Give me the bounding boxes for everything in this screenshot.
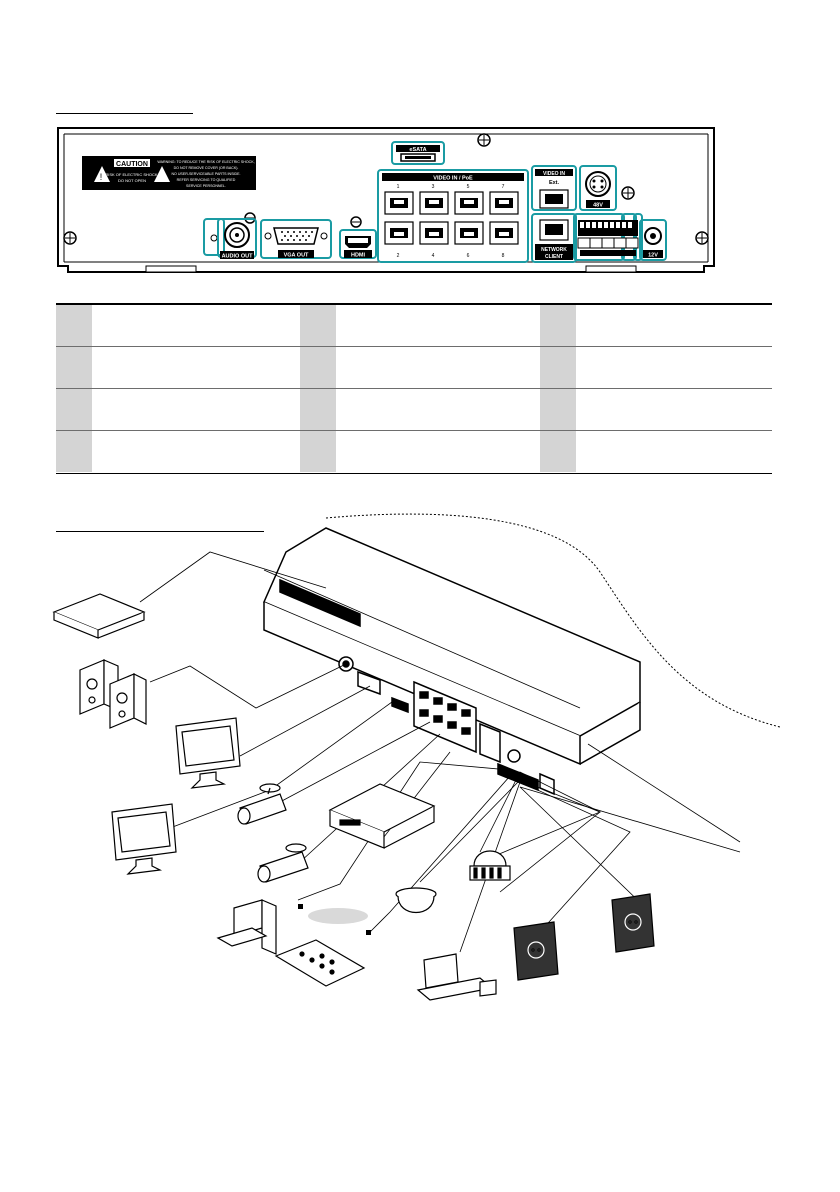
svg-text:DO NOT REMOVE COVER (OR BACK).: DO NOT REMOVE COVER (OR BACK). [174,166,239,170]
table-row-rule [56,346,772,347]
svg-text:DO NOT OPEN: DO NOT OPEN [118,178,146,183]
svg-text:RISK OF ELECTRIC SHOCK.: RISK OF ELECTRIC SHOCK. [105,172,158,177]
table-cell-number [56,347,92,388]
storage-device-icon [52,593,146,639]
pos-terminal-icon [416,953,497,1001]
poe-port-number: 2 [397,253,400,259]
table-cell-number [300,347,336,388]
network-client-port: NETWORK CLIENT [531,213,577,263]
screw-icon [350,216,362,228]
table-cell-number [56,389,92,430]
table-cell-description [336,347,540,388]
table-cell-number [300,305,336,346]
poe-port-number: 5 [467,184,470,190]
table-cell-description [92,305,300,346]
table-cell-number [540,347,576,388]
dome-camera-icon [395,887,437,913]
table-top-rule [56,303,772,305]
speakers-icon [79,659,147,729]
table-row-rule [56,430,772,431]
table-cell-description [576,305,772,346]
video-in-ext-label: VIDEO IN [543,171,565,177]
rear-panel-illustration: ! CAUTION RISK OF ELECTRIC SHOCK. DO NOT… [57,127,715,273]
table-cell-description [576,347,772,388]
power-12v-port: 12V [639,219,667,261]
poe-port-number: 3 [432,184,435,190]
table-cell-number [56,305,92,346]
table-cell-number [300,431,336,472]
ext-label: Ext. [549,180,560,186]
port-description-table [56,303,772,474]
table-cell-number [300,389,336,430]
svg-text:REFER SERVICING TO QUALIFIED: REFER SERVICING TO QUALIFIED [177,178,236,182]
table-cell-description [336,389,540,430]
vga-out-label: VGA OUT [284,253,309,259]
table-cell-number [540,389,576,430]
table-row-rule [56,388,772,389]
video-in-poe-label: VIDEO IN / PoE [433,176,473,182]
controller-keyboard-icon [274,939,366,987]
bullet-camera-icon [257,843,309,883]
power-12v-label: 12V [648,253,658,259]
table-cell-description [576,389,772,430]
table-cell-number [540,305,576,346]
hdmi-port: HDMI [339,229,377,259]
table-cell-number [56,431,92,472]
network-cloud-icon [298,904,371,935]
table-cell-number [540,431,576,472]
section-rule-connection [56,531,264,532]
alarm-terminal-block [573,213,643,261]
connection-diagram [52,513,781,1001]
table-cell-description [92,389,300,430]
poe-port-number: 6 [467,253,470,259]
esata-label: eSATA [409,147,426,153]
monitor-icon [175,717,241,789]
video-in-ext-port: VIDEO IN Ext. [531,165,577,211]
table-cell-description [576,431,772,472]
audio-out-label: AUDIO OUT [222,254,254,260]
poe-port-number: 4 [432,253,435,259]
alarm-beacon-icon [469,850,511,881]
poe-port-number: 1 [397,184,400,190]
pc-icon [216,899,277,955]
table-bottom-rule [56,473,772,474]
table-cell-description [92,431,300,472]
screw-icon [477,133,491,147]
svg-text:!: ! [100,172,103,182]
caution-title: CAUTION [116,161,148,168]
network-label: NETWORK [541,247,567,253]
caution-label: ! CAUTION RISK OF ELECTRIC SHOCK. DO NOT… [82,156,256,190]
power-outlet-icon [611,893,655,953]
screw-icon [695,231,709,245]
screw-icon [621,186,635,200]
svg-text:NO USER-SERVICEABLE PARTS INSI: NO USER-SERVICEABLE PARTS INSIDE. [171,172,240,176]
nvr-unit-perspective [263,527,641,796]
audio-out-port: AUDIO OUT [203,218,257,260]
table-cell-description [336,305,540,346]
power-48v-label: 48V [593,203,603,209]
table-cell-description [336,431,540,472]
cutaway-wave [325,513,781,728]
power-48v-port: 48V [579,165,617,211]
power-outlet-icon [513,921,559,981]
dvr-unit-icon [328,783,436,849]
vga-out-port: VGA OUT [260,219,332,259]
video-in-poe-ports: VIDEO IN / PoE 1 3 5 7 2 4 6 8 [377,169,529,263]
monitor-icon [111,803,177,875]
section-rule-rear-panel [56,113,193,114]
esata-port: eSATA [391,141,445,165]
svg-text:WARNING: TO REDUCE THE RISK OF: WARNING: TO REDUCE THE RISK OF ELECTRIC … [157,160,254,164]
hdmi-label: HDMI [351,253,366,259]
poe-port-number: 7 [502,184,505,190]
svg-text:SERVICE PERSONNEL.: SERVICE PERSONNEL. [186,184,226,188]
screw-icon [63,231,77,245]
table-cell-description [92,347,300,388]
poe-port-number: 8 [502,253,505,259]
bullet-camera-icon [237,783,287,825]
client-label: CLIENT [545,254,563,260]
